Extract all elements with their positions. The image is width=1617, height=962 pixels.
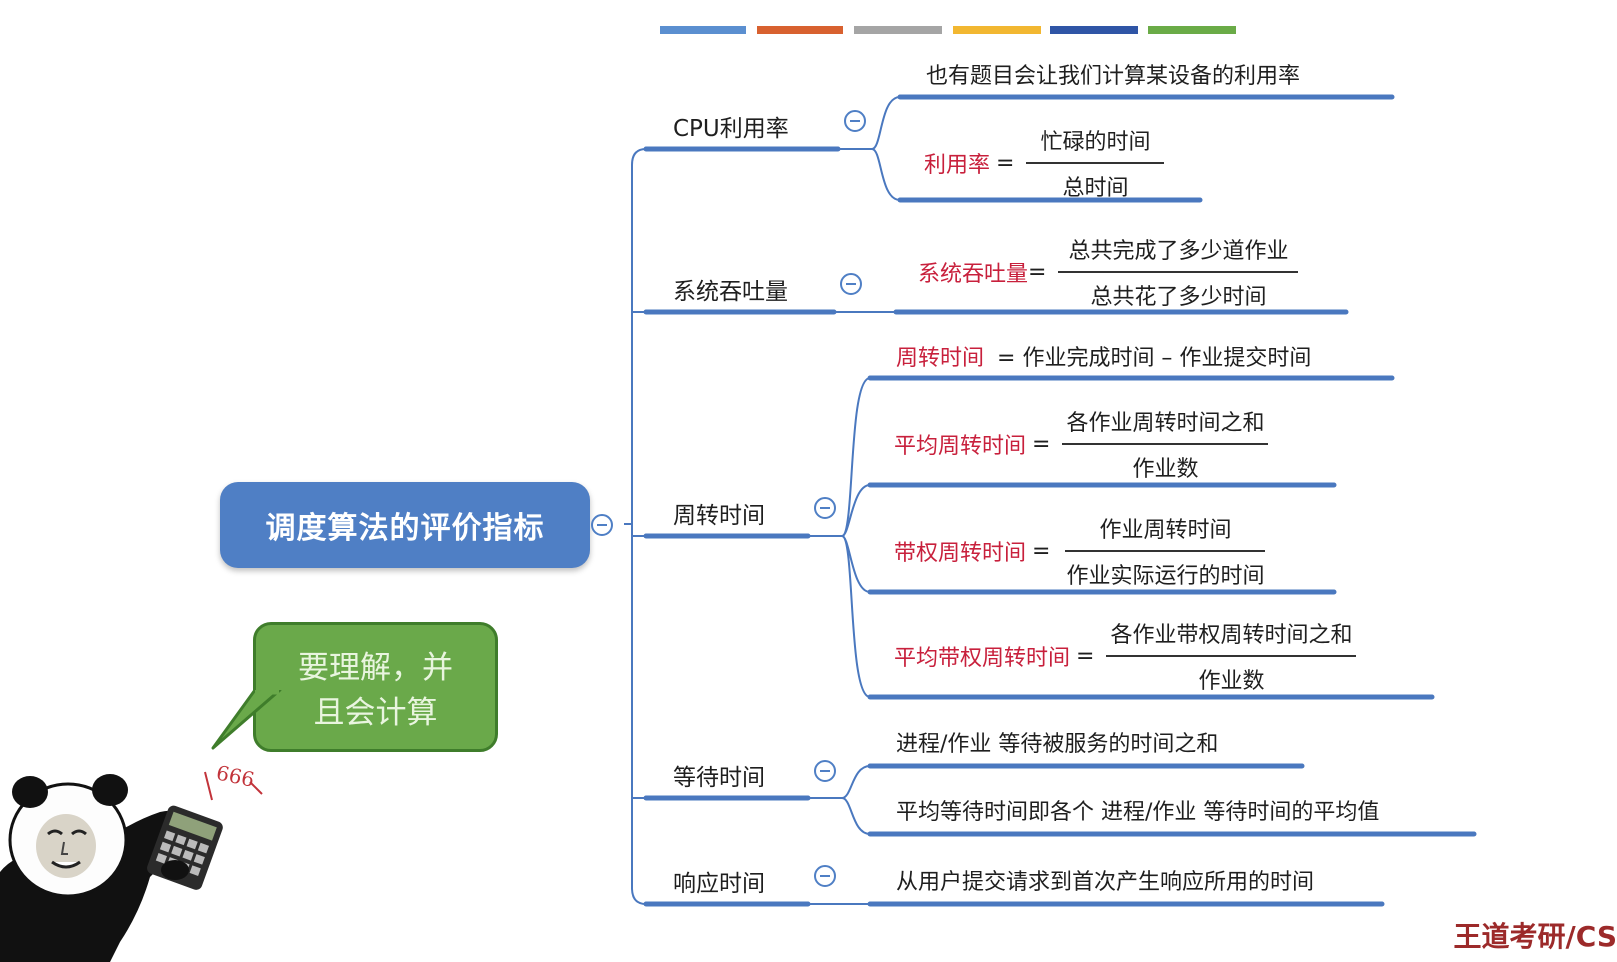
speech-bubble: 要理解，并 且会计算 [253,622,498,752]
cpu-numerator: 忙碌的时间 [1026,124,1165,164]
palette-swatch [1148,26,1236,34]
weighted-turnaround-denominator: 作业实际运行的时间 [1066,564,1265,589]
weighted-turnaround-equals: = [1032,538,1051,564]
cpu-note: 也有题目会让我们计算某设备的利用率 [926,64,1301,89]
root-collapse-button[interactable] [591,514,613,536]
avg-weighted-turnaround-numerator: 各作业带权周转时间之和 [1106,617,1357,657]
cpu-formula: 利用率 = 忙碌的时间 总时间 [924,124,1165,202]
response-definition: 从用户提交请求到首次产生响应所用的时间 [896,870,1315,895]
avg-turnaround-name: 平均周转时间 [894,434,1027,459]
cpu-formula-equals: = [996,150,1015,176]
bubble-line-2: 且会计算 [313,695,438,731]
throughput-formula: 系统吞吐量 = 总共完成了多少道作业 总共花了多少时间 [918,233,1299,311]
branch-cpu-utilization[interactable]: CPU利用率 [673,116,789,142]
meme-scribble: 666 [214,760,256,791]
cpu-denominator: 总时间 [1062,176,1129,201]
avg-weighted-turnaround-fraction: 各作业带权周转时间之和 作业数 [1106,617,1357,695]
avg-turnaround-numerator: 各作业周转时间之和 [1062,405,1269,445]
palette-swatch [854,26,942,34]
bubble-line-1: 要理解，并 [298,650,453,686]
throughput-collapse-button[interactable] [840,273,862,295]
avg-turnaround-equals: = [1032,431,1051,457]
branch-waiting-time[interactable]: 等待时间 [673,765,765,791]
throughput-fraction: 总共完成了多少道作业 总共花了多少时间 [1058,233,1299,311]
palette-swatch [660,26,746,34]
avg-weighted-turnaround-denominator: 作业数 [1198,669,1265,694]
avg-turnaround-fraction: 各作业周转时间之和 作业数 [1062,405,1269,483]
bubble-tail [211,690,282,750]
avg-turnaround-denominator: 作业数 [1132,457,1199,482]
waiting-average: 平均等待时间即各个 进程/作业 等待时间的平均值 [896,800,1380,825]
waiting-definition: 进程/作业 等待被服务的时间之和 [896,732,1219,757]
panda-meme-illustration: 666 [0,760,263,962]
root-node[interactable]: 调度算法的评价指标 [220,482,590,568]
weighted-turnaround-formula: 带权周转时间 = 作业周转时间 作业实际运行的时间 [894,512,1268,590]
cpu-formula-name: 利用率 [924,153,991,178]
weighted-turnaround-name: 带权周转时间 [894,541,1027,566]
branch-response-time[interactable]: 响应时间 [673,871,765,897]
avg-turnaround-formula: 平均周转时间 = 各作业周转时间之和 作业数 [894,405,1269,483]
throughput-denominator: 总共花了多少时间 [1090,285,1267,310]
branch-turnaround-time[interactable]: 周转时间 [673,503,765,529]
weighted-turnaround-fraction: 作业周转时间 作业实际运行的时间 [1062,512,1268,590]
cpu-fraction: 忙碌的时间 总时间 [1026,124,1165,202]
branch-system-throughput[interactable]: 系统吞吐量 [673,279,788,305]
throughput-formula-equals: = [1028,259,1047,285]
waiting-collapse-button[interactable] [814,760,836,782]
avg-weighted-turnaround-formula: 平均带权周转时间 = 各作业带权周转时间之和 作业数 [894,617,1357,695]
avg-weighted-turnaround-equals: = [1076,643,1095,669]
palette-swatch [757,26,843,34]
throughput-numerator: 总共完成了多少道作业 [1058,233,1299,273]
turnaround-collapse-button[interactable] [814,497,836,519]
response-collapse-button[interactable] [814,865,836,887]
palette-swatch [953,26,1041,34]
throughput-formula-name: 系统吞吐量 [918,262,1029,287]
weighted-turnaround-numerator: 作业周转时间 [1065,512,1266,552]
turnaround-definition: 周转时间 = 作业完成时间 – 作业提交时间 [896,340,1311,372]
avg-weighted-turnaround-name: 平均带权周转时间 [894,646,1071,671]
palette-swatch [1050,26,1138,34]
turnaround-def-name: 周转时间 [896,346,985,371]
cpu-collapse-button[interactable] [844,110,866,132]
turnaround-def-formula: = 作业完成时间 – 作业提交时间 [997,346,1312,371]
watermark: 王道考研/CS [1453,920,1617,953]
